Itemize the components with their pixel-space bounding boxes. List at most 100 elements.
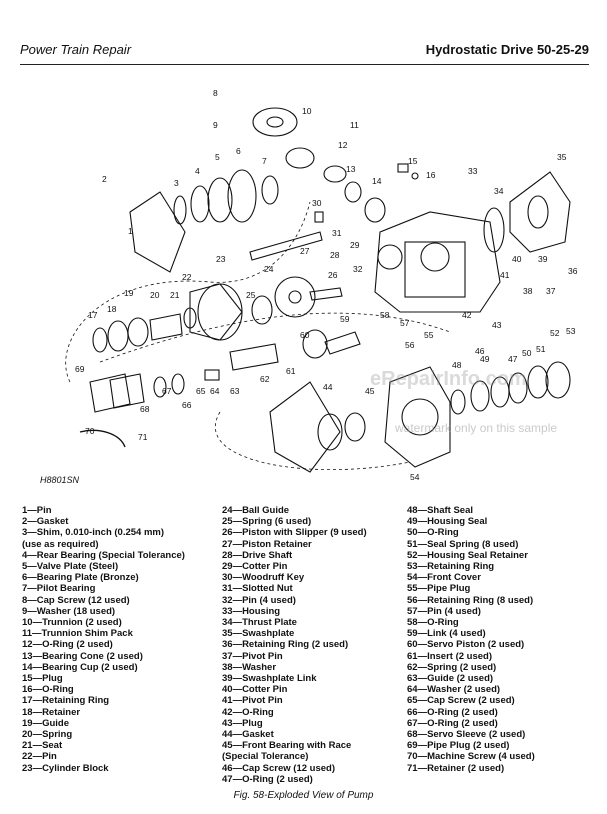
part-entry: 33—Housing bbox=[222, 605, 281, 617]
callout-label: 53 bbox=[566, 326, 576, 336]
part-entry: 47—O-Ring (2 used) bbox=[222, 773, 313, 785]
callout-label: 66 bbox=[182, 400, 192, 410]
callout-label: 59 bbox=[340, 314, 350, 324]
exploded-view-svg: 1234567891011121314151617181920212223242… bbox=[65, 88, 578, 482]
callout-label: 52 bbox=[550, 328, 560, 338]
part-entry: 56—Retaining Ring (8 used) bbox=[407, 594, 534, 606]
figure-caption: Fig. 58-Exploded View of Pump bbox=[233, 790, 374, 801]
callout-label: 35 bbox=[557, 152, 567, 162]
part-entry: 54—Front Cover bbox=[407, 572, 481, 584]
part-entry: 70—Machine Screw (4 used) bbox=[407, 751, 535, 763]
part-entry: 58—O-Ring bbox=[407, 617, 459, 629]
part-entry: 42—O-Ring bbox=[222, 706, 274, 718]
callout-label: 29 bbox=[350, 240, 360, 250]
part-entry: 37—Pivot Pin bbox=[222, 650, 283, 662]
part-entry: 16—O-Ring bbox=[22, 684, 74, 696]
part-entry: 35—Swashplate bbox=[222, 628, 295, 640]
callout-label: 26 bbox=[328, 270, 338, 280]
callout-label: 25 bbox=[246, 290, 256, 300]
callout-label: 7 bbox=[262, 156, 267, 166]
part-entry: 43—Plug bbox=[222, 717, 263, 729]
callout-label: 41 bbox=[500, 270, 510, 280]
callout-label: 27 bbox=[300, 246, 310, 256]
callout-label: 33 bbox=[468, 166, 478, 176]
part-entry: 29—Cotter Pin bbox=[222, 561, 288, 573]
callout-label: 46 bbox=[475, 346, 485, 356]
callout-label: 23 bbox=[216, 254, 226, 264]
part-entry: 44—Gasket bbox=[222, 729, 274, 741]
callout-label: 5 bbox=[215, 152, 220, 162]
part-entry: 30—Woodruff Key bbox=[222, 572, 305, 584]
part-entry: 25—Spring (6 used) bbox=[222, 516, 312, 528]
callout-label: 6 bbox=[236, 146, 241, 156]
watermark-note: watermark only on this sample bbox=[395, 421, 558, 435]
callout-label: 4 bbox=[195, 166, 200, 176]
callout-label: 44 bbox=[323, 382, 333, 392]
part-entry: 40—Cotter Pin bbox=[222, 684, 288, 696]
callout-label: 70 bbox=[85, 426, 95, 436]
part-entry: 41—Pivot Pin bbox=[222, 695, 283, 707]
part-entry: 11—Trunnion Shim Pack bbox=[22, 628, 133, 640]
callout-label: 22 bbox=[182, 272, 192, 282]
part-entry: (use as required) bbox=[22, 538, 99, 550]
part-entry: 4—Rear Bearing (Special Tolerance) bbox=[22, 549, 185, 561]
part-entry: 12—O-Ring (2 used) bbox=[22, 639, 113, 651]
callout-label: 48 bbox=[452, 360, 462, 370]
callout-label: 9 bbox=[213, 120, 218, 130]
part-entry: 59—Link (4 used) bbox=[407, 628, 486, 640]
callout-label: 37 bbox=[546, 286, 556, 296]
callout-label: 3 bbox=[174, 178, 179, 188]
part-entry: 21—Seat bbox=[22, 740, 63, 752]
callout-label: 12 bbox=[338, 140, 348, 150]
part-entry: 66—O-Ring (2 used) bbox=[407, 706, 498, 718]
callout-label: 51 bbox=[536, 344, 546, 354]
callout-label: 55 bbox=[424, 330, 434, 340]
part-entry: 9—Washer (18 used) bbox=[22, 605, 116, 617]
part-entry: 36—Retaining Ring (2 used) bbox=[222, 639, 349, 651]
callout-label: 42 bbox=[462, 310, 472, 320]
callout-label: 16 bbox=[426, 170, 436, 180]
callout-label: 32 bbox=[353, 264, 363, 274]
callout-label: 68 bbox=[140, 404, 150, 414]
part-entry: 2—Gasket bbox=[22, 516, 69, 528]
callout-label: 64 bbox=[210, 386, 220, 396]
part-entry: 23—Cylinder Block bbox=[22, 762, 109, 774]
part-entry: 8—Cap Screw (12 used) bbox=[22, 594, 130, 606]
part-entry: 62—Spring (2 used) bbox=[407, 661, 497, 673]
part-entry: 71—Retainer (2 used) bbox=[407, 762, 505, 774]
part-entry: 49—Housing Seal bbox=[407, 516, 488, 528]
figure-code: H8801SN bbox=[40, 475, 80, 485]
part-entry: (Special Tolerance) bbox=[222, 751, 309, 763]
callout-label: 56 bbox=[405, 340, 415, 350]
section-title: Power Train Repair bbox=[20, 42, 132, 57]
callout-label: 28 bbox=[330, 250, 340, 260]
part-entry: 15—Plug bbox=[22, 673, 63, 685]
part-entry: 64—Washer (2 used) bbox=[407, 684, 501, 696]
part-entry: 6—Bearing Plate (Bronze) bbox=[22, 572, 139, 584]
part-entry: 24—Ball Guide bbox=[222, 505, 290, 516]
callout-label: 18 bbox=[107, 304, 117, 314]
part-entry: 14—Bearing Cup (2 used) bbox=[22, 661, 138, 673]
callout-label: 24 bbox=[264, 264, 274, 274]
part-entry: 19—Guide bbox=[22, 717, 69, 729]
part-entry: 45—Front Bearing with Race bbox=[222, 740, 352, 752]
part-entry: 18—Retainer bbox=[22, 706, 81, 718]
part-entry: 53—Retaining Ring bbox=[407, 561, 495, 573]
part-entry: 20—Spring bbox=[22, 729, 73, 741]
callout-label: 8 bbox=[213, 88, 218, 98]
part-entry: 7—Pilot Bearing bbox=[22, 583, 96, 595]
callout-label: 49 bbox=[480, 354, 490, 364]
part-entry: 31—Slotted Nut bbox=[222, 583, 293, 595]
callout-label: 38 bbox=[523, 286, 533, 296]
callout-label: 20 bbox=[150, 290, 160, 300]
part-entry: 22—Pin bbox=[22, 751, 57, 763]
part-entry: 60—Servo Piston (2 used) bbox=[407, 639, 525, 651]
part-entry: 28—Drive Shaft bbox=[222, 549, 293, 561]
part-entry: 3—Shim, 0.010-inch (0.254 mm) bbox=[22, 527, 165, 539]
callout-label: 47 bbox=[508, 354, 518, 364]
callout-label: 11 bbox=[350, 120, 359, 130]
part-entry: 39—Swashplate Link bbox=[222, 673, 317, 685]
part-entry: 26—Piston with Slipper (9 used) bbox=[222, 527, 367, 539]
